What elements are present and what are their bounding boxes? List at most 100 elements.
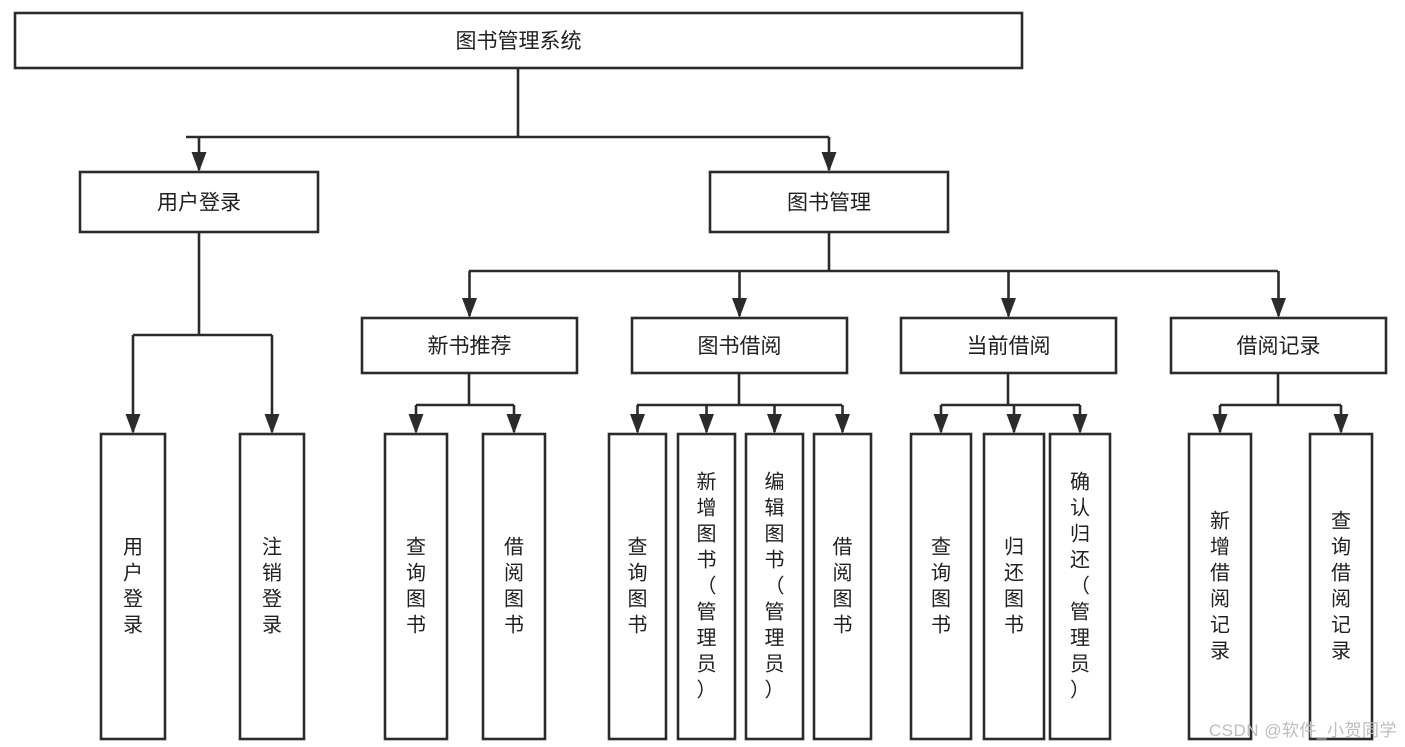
- node-label-leaf-query-book-3: 查询图书: [931, 536, 951, 637]
- node-box-leaf-borrow-book-2: [812, 432, 873, 741]
- csdn-watermark: CSDN @软件_小贺同学: [1208, 721, 1397, 740]
- node-box-root: [13, 11, 1024, 70]
- node-box-leaf-query-book-2: [607, 432, 668, 741]
- node-box-current: [899, 316, 1118, 375]
- edge-root-to-bookmgmt: [821, 137, 837, 172]
- node-label-leaf-query-record: 查询借阅记录: [1331, 510, 1351, 663]
- node-box-leaf-user-logout: [238, 432, 306, 741]
- node-root[interactable]: 图书管理系统: [13, 11, 1024, 70]
- node-bookmgmt[interactable]: 图书管理: [708, 170, 950, 234]
- node-box-newbook: [360, 316, 579, 375]
- node-label-borrow: 图书借阅: [698, 335, 782, 358]
- node-box-borrow: [630, 316, 849, 375]
- node-leaf-add-record[interactable]: 新增借阅记录: [1187, 432, 1253, 741]
- node-label-records: 借阅记录: [1237, 335, 1321, 358]
- edge-login-to-leaf-user-login: [125, 335, 141, 434]
- connector-bus-bookmgmt: [469, 232, 1278, 273]
- node-leaf-confirm-return[interactable]: 确认归还（管理员）: [1048, 432, 1112, 741]
- edge-bookmgmt-to-newbook: [462, 271, 477, 318]
- arrow-head-icon: [630, 414, 645, 434]
- node-leaf-add-book[interactable]: 新增图书（管理员）: [676, 432, 737, 741]
- node-borrow[interactable]: 图书借阅: [630, 316, 849, 375]
- connectors-layer: [125, 68, 1349, 434]
- arrow-head-icon: [1072, 414, 1088, 434]
- edge-bookmgmt-to-records: [1271, 271, 1286, 318]
- edge-current-to-leaf-return-book: [1006, 405, 1022, 434]
- edge-newbook-to-leaf-borrow-book-1: [506, 405, 522, 434]
- node-label-leaf-add-book: 新增图书（管理员）: [697, 471, 717, 702]
- node-box-login: [78, 170, 320, 234]
- node-label-bookmgmt: 图书管理: [787, 192, 871, 215]
- node-label-root: 图书管理系统: [456, 30, 582, 53]
- connector-bus-login: [133, 232, 272, 337]
- arrow-head-icon: [835, 414, 850, 434]
- node-label-leaf-query-book-2: 查询图书: [628, 536, 648, 637]
- node-box-bookmgmt: [708, 170, 950, 234]
- node-label-newbook: 新书推荐: [428, 335, 512, 358]
- node-box-leaf-query-book-3: [909, 432, 973, 741]
- node-login[interactable]: 用户登录: [78, 170, 320, 234]
- node-box-leaf-add-record: [1187, 432, 1253, 741]
- node-leaf-user-login[interactable]: 用户登录: [99, 432, 167, 741]
- edge-records-to-leaf-add-record: [1212, 405, 1228, 434]
- node-box-leaf-user-login: [99, 432, 167, 741]
- edge-newbook-to-leaf-query-book-1: [408, 405, 424, 434]
- node-label-leaf-add-record: 新增借阅记录: [1210, 510, 1230, 663]
- node-label-leaf-user-login: 用户登录: [123, 537, 143, 637]
- node-leaf-edit-book[interactable]: 编辑图书（管理员）: [744, 432, 805, 741]
- node-current[interactable]: 当前借阅: [899, 316, 1118, 375]
- edge-borrow-to-leaf-add-book: [699, 405, 714, 434]
- edge-login-to-leaf-user-logout: [264, 335, 280, 434]
- node-box-leaf-return-book: [982, 432, 1046, 741]
- edge-records-to-leaf-query-record: [1333, 405, 1349, 434]
- node-box-records: [1169, 316, 1388, 375]
- arrow-head-icon: [1271, 298, 1286, 318]
- node-label-leaf-borrow-book-2: 借阅图书: [833, 536, 853, 637]
- node-label-current: 当前借阅: [967, 335, 1051, 358]
- node-leaf-borrow-book-2[interactable]: 借阅图书: [812, 432, 873, 741]
- node-leaf-query-record[interactable]: 查询借阅记录: [1308, 432, 1374, 741]
- arrow-head-icon: [125, 414, 141, 434]
- arrow-head-icon: [1001, 298, 1016, 318]
- node-leaf-user-logout[interactable]: 注销登录: [238, 432, 306, 741]
- node-newbook[interactable]: 新书推荐: [360, 316, 579, 375]
- arrow-head-icon: [264, 414, 280, 434]
- connector-bus-records: [1220, 373, 1341, 407]
- edge-bookmgmt-to-current: [1001, 271, 1016, 318]
- arrow-head-icon: [1006, 414, 1022, 434]
- connector-bus-newbook: [416, 373, 514, 407]
- node-leaf-query-book-2[interactable]: 查询图书: [607, 432, 668, 741]
- arrow-head-icon: [1212, 414, 1228, 434]
- edge-root-to-login: [191, 137, 207, 172]
- node-label-login: 用户登录: [157, 192, 241, 215]
- arrow-head-icon: [191, 152, 207, 172]
- node-label-leaf-borrow-book-1: 借阅图书: [504, 536, 524, 637]
- edge-borrow-to-leaf-query-book-2: [630, 405, 645, 434]
- node-label-leaf-user-logout: 注销登录: [262, 536, 282, 637]
- node-leaf-query-book-1[interactable]: 查询图书: [383, 432, 449, 741]
- node-label-leaf-edit-book: 编辑图书（管理员）: [765, 471, 785, 702]
- arrow-head-icon: [821, 152, 837, 172]
- node-leaf-return-book[interactable]: 归还图书: [982, 432, 1046, 741]
- arrow-head-icon: [408, 414, 424, 434]
- edge-current-to-leaf-query-book-3: [933, 405, 949, 434]
- arrow-head-icon: [699, 414, 714, 434]
- connector-bus-root: [186, 68, 829, 139]
- edge-bookmgmt-to-borrow: [732, 271, 747, 318]
- arrow-head-icon: [506, 414, 522, 434]
- edge-borrow-to-leaf-borrow-book-2: [835, 405, 850, 434]
- node-box-leaf-borrow-book-1: [481, 432, 547, 741]
- node-leaf-borrow-book-1[interactable]: 借阅图书: [481, 432, 547, 741]
- node-leaf-query-book-3[interactable]: 查询图书: [909, 432, 973, 741]
- arrow-head-icon: [933, 414, 949, 434]
- arrow-head-icon: [732, 298, 747, 318]
- nodes-layer: 图书管理系统用户登录图书管理新书推荐图书借阅当前借阅借阅记录用户登录注销登录查询…: [13, 11, 1388, 741]
- arrow-head-icon: [1333, 414, 1349, 434]
- arrow-head-icon: [462, 298, 477, 318]
- connector-bus-borrow: [637, 373, 842, 407]
- node-box-leaf-query-record: [1308, 432, 1374, 741]
- arrow-head-icon: [767, 414, 782, 434]
- node-records[interactable]: 借阅记录: [1169, 316, 1388, 375]
